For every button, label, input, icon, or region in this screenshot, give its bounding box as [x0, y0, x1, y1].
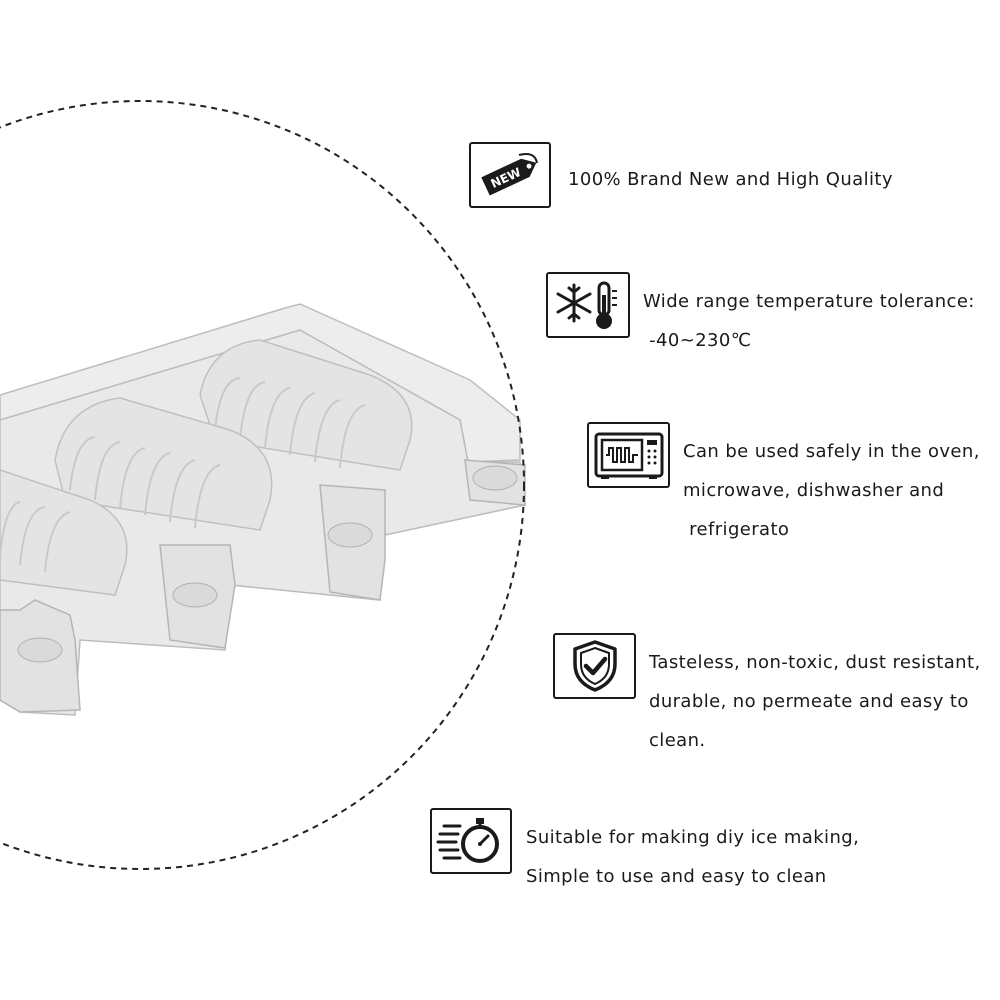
- feature-line: durable, no permeate and easy to: [649, 691, 969, 712]
- temperature-box: [546, 272, 630, 338]
- feature-line: refrigerato: [683, 519, 790, 540]
- feature-line: microwave, dishwasher and: [683, 480, 945, 501]
- new-badge-box: NEW: [469, 142, 551, 208]
- feature-oven-safe-text: Can be used safely in the oven, microwav…: [683, 432, 980, 549]
- temperature-icon: [556, 281, 617, 329]
- popsicle-mold: [0, 303, 526, 716]
- dashed-frame: [0, 100, 525, 870]
- feature-line: clean.: [649, 730, 706, 751]
- microwave-icon: [594, 432, 663, 479]
- feature-line: Can be used safely in the oven,: [683, 441, 980, 462]
- microwave-box: [587, 422, 670, 488]
- feature-quality-text: 100% Brand New and High Quality: [568, 160, 893, 199]
- feature-easy-use-text: Suitable for making diy ice making, Simp…: [526, 818, 859, 896]
- shield-check-icon: [572, 640, 617, 692]
- feature-safe-material-text: Tasteless, non-toxic, dust resistant, du…: [649, 643, 981, 760]
- feature-line: Tasteless, non-toxic, dust resistant,: [649, 652, 981, 673]
- shield-box: [553, 633, 636, 699]
- feature-line: Simple to use and easy to clean: [526, 866, 827, 887]
- feature-line: -40~230℃: [643, 330, 752, 351]
- feature-line: 100% Brand New and High Quality: [568, 169, 893, 190]
- feature-temperature-text: Wide range temperature tolerance: -40~23…: [643, 282, 975, 360]
- feature-line: Suitable for making diy ice making,: [526, 827, 860, 848]
- snowflake-icon: [556, 283, 592, 323]
- new-tag-icon: NEW: [481, 153, 538, 196]
- thermometer-icon: [596, 281, 617, 329]
- feature-line: Wide range temperature tolerance:: [643, 291, 975, 312]
- stopwatch-box: [430, 808, 512, 874]
- stopwatch-icon: [436, 818, 499, 863]
